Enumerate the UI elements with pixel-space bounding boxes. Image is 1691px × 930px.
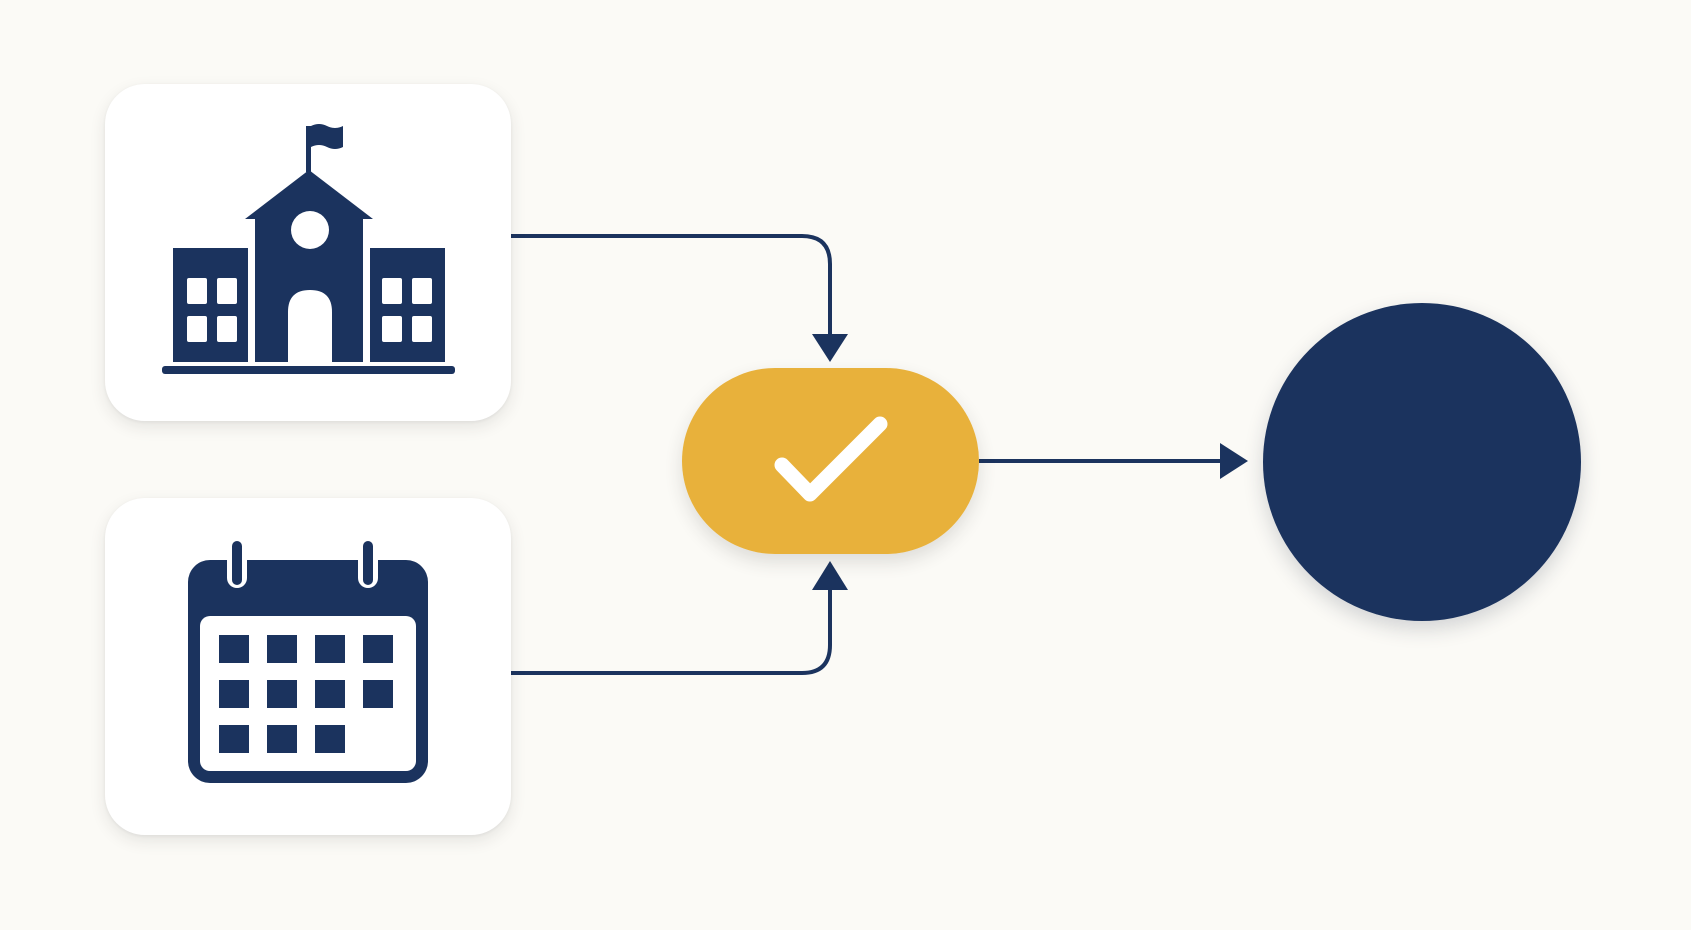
connector-school-to-approval [511, 234, 832, 334]
calendar-icon [188, 541, 428, 783]
approval-pill-shape [682, 368, 979, 554]
school-card [105, 84, 511, 421]
approval-node [682, 368, 979, 554]
arrowhead-right [1220, 443, 1248, 479]
result-node [1263, 303, 1581, 621]
arrowhead-up [812, 561, 848, 590]
school-building-icon [162, 124, 455, 374]
connector-calendar-to-approval [511, 588, 832, 675]
checkmark-icon [774, 416, 888, 502]
calendar-card [105, 498, 511, 835]
arrowhead-down [812, 334, 848, 362]
